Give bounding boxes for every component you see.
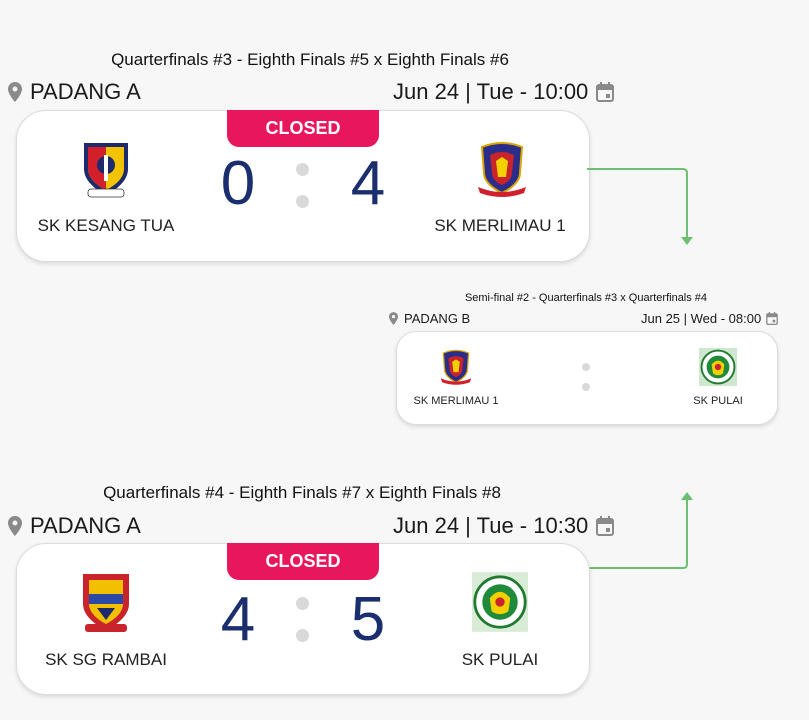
- match-title: Quarterfinals #3 - Eighth Finals #5 x Ei…: [111, 50, 509, 69]
- score-away: 5: [350, 585, 386, 654]
- match-datetime: Jun 25 | Wed - 08:00: [641, 311, 779, 326]
- score-separator: [296, 163, 309, 176]
- match-title: Semi-final #2 - Quarterfinals #3 x Quart…: [464, 292, 708, 304]
- team-logo-home: [84, 143, 128, 198]
- venue-name: PADANG A: [30, 513, 141, 538]
- bracket-connector: [587, 168, 693, 245]
- score-away: 4: [350, 149, 386, 218]
- team-name-away: SK PULAI: [461, 650, 539, 669]
- score-separator: [296, 195, 309, 208]
- map-pin-icon: [8, 82, 22, 102]
- venue-label: PADANG A: [8, 79, 141, 105]
- match-datetime: Jun 24 | Tue - 10:30: [393, 513, 615, 539]
- bracket-connector: [587, 492, 693, 569]
- datetime-text: Jun 24 | Tue - 10:00: [393, 79, 589, 104]
- datetime-text: Jun 25 | Wed - 08:00: [641, 311, 762, 326]
- score-separator: [296, 629, 309, 642]
- team-name-home: SK SG RAMBAI: [45, 650, 167, 669]
- team-logo-away: [472, 572, 528, 632]
- score-separator: [582, 363, 590, 371]
- team-logo-away: [699, 348, 737, 386]
- calendar-icon[interactable]: [596, 82, 615, 102]
- match-title: Quarterfinals #4 - Eighth Finals #7 x Ei…: [103, 483, 501, 502]
- score-home: 0: [220, 149, 256, 218]
- map-pin-icon: [389, 312, 398, 325]
- venue-label: PADANG B: [389, 311, 470, 326]
- venue-name: PADANG A: [30, 79, 141, 104]
- calendar-icon[interactable]: [766, 312, 779, 325]
- match-datetime: Jun 24 | Tue - 10:00: [393, 79, 615, 105]
- team-name-away: SK MERLIMAU 1: [434, 216, 566, 235]
- calendar-icon[interactable]: [596, 516, 615, 536]
- score-home: 4: [220, 585, 256, 654]
- score-separator: [582, 383, 590, 391]
- score-separator: [296, 597, 309, 610]
- team-name-home: SK MERLIMAU 1: [413, 395, 499, 407]
- venue-label: PADANG A: [8, 513, 141, 539]
- map-pin-icon: [8, 516, 22, 536]
- status-badge: CLOSED: [227, 110, 379, 147]
- status-badge: CLOSED: [227, 543, 379, 580]
- team-name-away: SK PULAI: [693, 395, 743, 407]
- team-name-home: SK KESANG TUA: [37, 216, 175, 235]
- team-logo-away: [478, 142, 526, 197]
- team-logo-home: [440, 349, 472, 385]
- team-logo-home: [83, 574, 129, 632]
- datetime-text: Jun 24 | Tue - 10:30: [393, 513, 589, 538]
- venue-name: PADANG B: [404, 311, 471, 326]
